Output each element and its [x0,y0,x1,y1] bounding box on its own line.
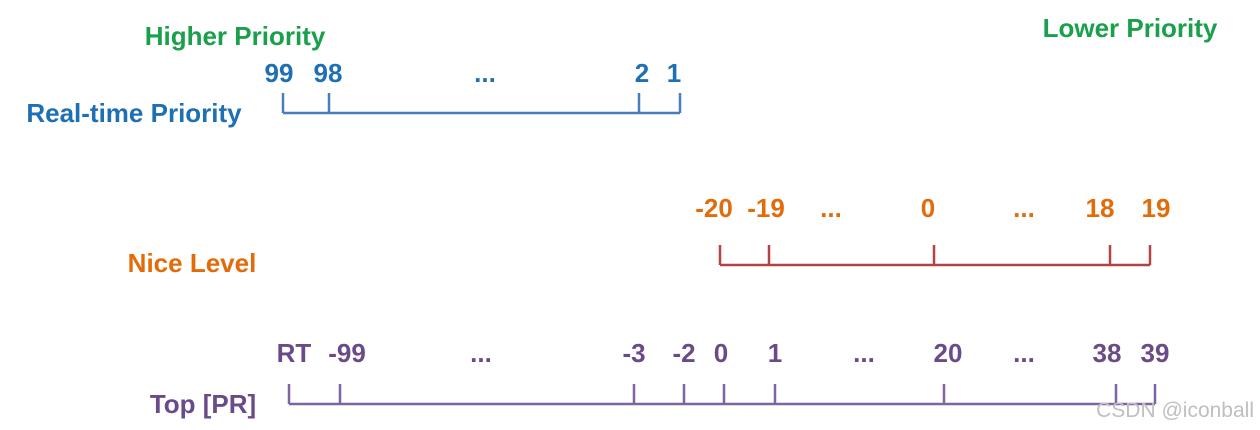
realtime-tick-label: 99 [265,58,294,88]
nice-tick-label: 18 [1086,193,1115,223]
top-scale [287,384,1157,406]
nice-level-label: Nice Level [128,248,257,278]
nice-tick-label: -19 [747,193,785,223]
top-tick-label: 0 [714,338,728,368]
top-tick-labels: RT -99 ... -3 -2 0 1 ... 20 ... 38 39 [277,338,1170,368]
top-tick-label: 20 [934,338,963,368]
top-tick-label: -2 [672,338,695,368]
watermark-text: CSDN @iconball [1096,399,1254,422]
top-tick-label: 1 [768,338,782,368]
realtime-tick-label: 2 [635,58,649,88]
realtime-priority-label: Real-time Priority [26,98,242,128]
top-tick-label: 38 [1093,338,1122,368]
nice-ellipsis: ... [1013,193,1035,223]
realtime-tick-label: 98 [314,58,343,88]
top-pr-label: Top [PR] [150,389,256,419]
top-tick-label: RT [277,338,312,368]
nice-tick-label: 19 [1142,193,1171,223]
nice-tick-label: -20 [695,193,733,223]
realtime-scale [281,93,682,115]
lower-priority-label: Lower Priority [1043,13,1218,43]
realtime-ellipsis: ... [474,58,496,88]
top-ellipsis: ... [470,338,492,368]
nice-scale [718,245,1152,267]
top-ellipsis: ... [1013,338,1035,368]
top-ellipsis: ... [853,338,875,368]
top-tick-label: 39 [1141,338,1170,368]
realtime-tick-labels: 99 98 ... 2 1 [265,58,682,88]
realtime-tick-label: 1 [667,58,681,88]
nice-tick-labels: -20 -19 ... 0 ... 18 19 [695,193,1170,223]
top-tick-label: -3 [622,338,645,368]
top-tick-label: -99 [328,338,366,368]
higher-priority-label: Higher Priority [145,21,326,51]
nice-ellipsis: ... [820,193,842,223]
nice-tick-label: 0 [921,193,935,223]
